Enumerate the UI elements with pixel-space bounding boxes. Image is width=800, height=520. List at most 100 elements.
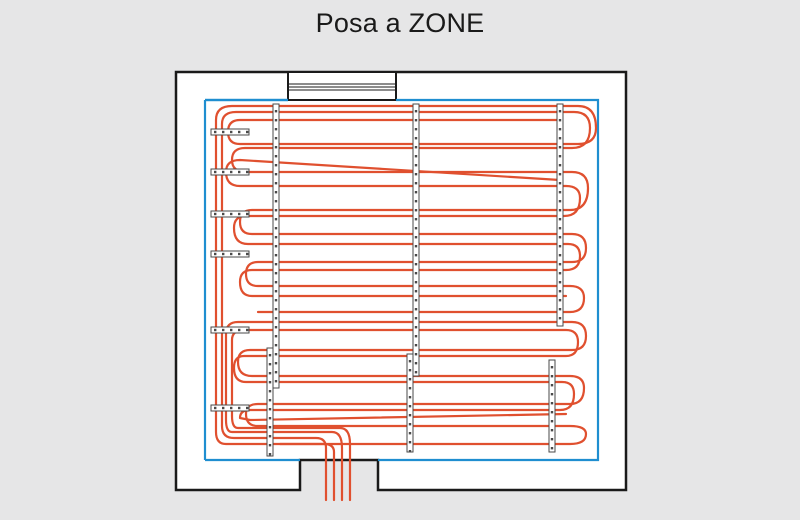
clip-rail-hole (414, 272, 418, 275)
clip-rail-hole (274, 137, 278, 140)
pipe-zone-lower (224, 320, 588, 502)
clip-rail-hole (550, 393, 554, 396)
edge-clip-hole (238, 212, 241, 216)
edge-clip-hole (238, 170, 241, 174)
clip-rail-hole (414, 236, 418, 239)
clip-rail-hole (550, 375, 554, 378)
edge-clip-hole (214, 406, 217, 410)
clip-rail-hole (268, 417, 272, 420)
clip-rail-hole (408, 396, 412, 399)
clip-rail-hole (274, 119, 278, 122)
clip-rail-hole (558, 308, 562, 311)
clip-rail (266, 347, 274, 457)
clip-rail-hole (414, 137, 418, 140)
clip-rail-hole (274, 155, 278, 158)
clip-rail-hole (268, 372, 272, 375)
clip-rail-hole (274, 146, 278, 149)
edge-clip-hole (222, 130, 225, 134)
clip-rail-hole (274, 272, 278, 275)
clip-rail-hole (274, 353, 278, 356)
edge-clip-hole (214, 130, 217, 134)
clip-rail-hole (274, 236, 278, 239)
clip-rail-hole (550, 402, 554, 405)
edge-clip-hole (214, 212, 217, 216)
clip-rail-hole (558, 263, 562, 266)
clip-rail-hole (558, 245, 562, 248)
clip-rail-hole (408, 450, 412, 453)
clip-rail-hole (414, 308, 418, 311)
clip-rail-hole (274, 380, 278, 383)
clip-rail-hole (550, 429, 554, 432)
clip-rail-hole (558, 191, 562, 194)
edge-clip-hole (246, 170, 249, 174)
clip-rail-hole (274, 290, 278, 293)
clip-rail-hole (558, 236, 562, 239)
edge-clip-hole (214, 252, 217, 256)
clip-rail-hole (274, 326, 278, 329)
clip-rail-hole (414, 119, 418, 122)
clip-rail-hole (558, 227, 562, 230)
edge-clip-hole (230, 170, 233, 174)
edge-clip-hole (222, 212, 225, 216)
clip-rail-hole (414, 317, 418, 320)
clip-rail (406, 353, 414, 453)
clip-rail-hole (414, 326, 418, 329)
edge-clip-hole (222, 406, 225, 410)
clip-rail-hole (274, 191, 278, 194)
clip-rail-hole (558, 254, 562, 257)
clip-rail-hole (414, 290, 418, 293)
pipe-zone-upper (220, 110, 592, 502)
heating-pipe-circuits (214, 104, 598, 502)
clip-rail-hole (558, 155, 562, 158)
clip-rail-hole (408, 405, 412, 408)
clip-rail-hole (550, 411, 554, 414)
clip-rail-hole (268, 399, 272, 402)
clip-rail-hole (274, 245, 278, 248)
clip-rail-hole (550, 447, 554, 450)
edge-clip-hole (230, 328, 233, 332)
clip-rail-hole (550, 366, 554, 369)
clip-rail-hole (414, 263, 418, 266)
clip-rail-hole (550, 438, 554, 441)
clip-rail-hole (274, 227, 278, 230)
clip-rail-hole (414, 200, 418, 203)
clip-rail-hole (274, 200, 278, 203)
clip-rail-hole (414, 299, 418, 302)
clip-rail (556, 103, 564, 327)
clip-rail-hole (558, 110, 562, 113)
clip-rail-hole (268, 363, 272, 366)
clip-rail-hole (414, 227, 418, 230)
clip-rail-hole (274, 164, 278, 167)
clip-rail-hole (408, 369, 412, 372)
clip-rail-hole (414, 128, 418, 131)
clip-rail-hole (414, 362, 418, 365)
clip-rail-hole (408, 360, 412, 363)
edge-clip-hole (238, 328, 241, 332)
edge-clip-hole (214, 170, 217, 174)
clip-rail-hole (414, 155, 418, 158)
clip-rail (412, 103, 420, 377)
clip-rail-hole (550, 384, 554, 387)
clip-rail-hole (408, 441, 412, 444)
edge-clip-hole (230, 252, 233, 256)
clip-rail-hole (268, 390, 272, 393)
edge-clip-hole (238, 252, 241, 256)
clip-rail (548, 359, 556, 453)
clip-rail-hole (550, 420, 554, 423)
edge-clip-hole (222, 170, 225, 174)
clip-rail-hole (414, 218, 418, 221)
clip-rail-hole (274, 173, 278, 176)
clip-rail-hole (408, 432, 412, 435)
edge-clip-hole (230, 212, 233, 216)
clip-rail-hole (408, 414, 412, 417)
clip-rail-hole (558, 119, 562, 122)
clip-rail-hole (558, 290, 562, 293)
clip-rail-hole (408, 423, 412, 426)
diagram-title: Posa a ZONE (315, 8, 485, 38)
clip-rail-hole (414, 164, 418, 167)
edge-clip-hole (246, 406, 249, 410)
edge-clip-hole (238, 406, 241, 410)
clip-rail-hole (558, 317, 562, 320)
clip-rail-hole (414, 191, 418, 194)
